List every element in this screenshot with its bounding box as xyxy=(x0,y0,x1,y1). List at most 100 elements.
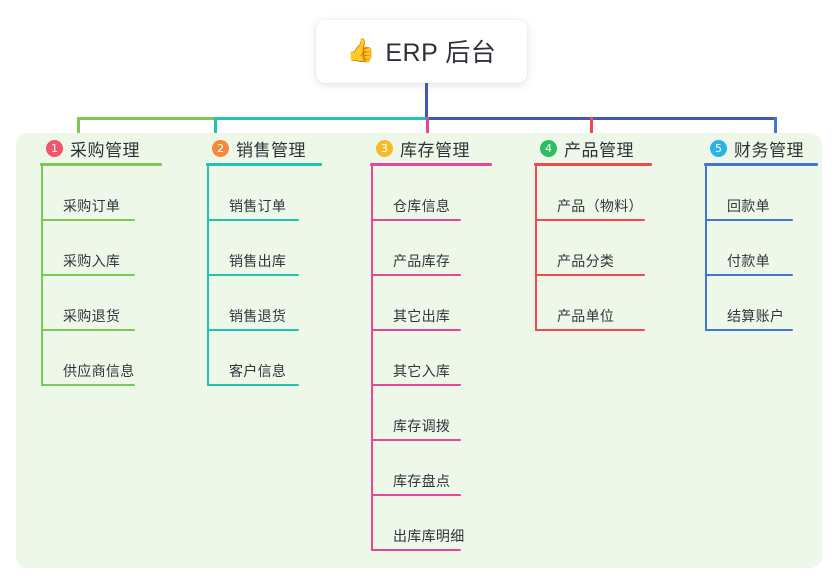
branch-trunk-line-3 xyxy=(371,166,373,551)
drop-line-5 xyxy=(774,117,777,146)
branch-item[interactable]: 其它入库 xyxy=(371,331,498,386)
branch-title-2: 销售管理 xyxy=(236,140,306,160)
bus-segment-blue xyxy=(426,117,775,120)
branch-underline-2 xyxy=(206,163,322,166)
branch-item-underline xyxy=(41,219,135,221)
root-node-title: ERP 后台 xyxy=(385,38,497,67)
branch-item[interactable]: 仓库信息 xyxy=(371,166,498,221)
branch-item-label: 仓库信息 xyxy=(393,198,451,214)
branch-item-underline xyxy=(371,494,461,496)
branch-header-5[interactable]: 5 财务管理 xyxy=(704,133,824,163)
branch-item-label: 库存调拨 xyxy=(393,418,451,434)
branch-item[interactable]: 产品分类 xyxy=(535,221,658,276)
branch-item-underline xyxy=(535,329,645,331)
branch-item[interactable]: 销售订单 xyxy=(207,166,328,221)
branch-item[interactable]: 销售退货 xyxy=(207,276,328,331)
branch-trunk-line-2 xyxy=(207,166,209,386)
bus-segment-teal xyxy=(214,117,426,120)
branch-item[interactable]: 库存调拨 xyxy=(371,386,498,441)
branch-item[interactable]: 采购订单 xyxy=(41,166,168,221)
branch-item-underline xyxy=(41,384,135,386)
branch-item-underline xyxy=(535,219,645,221)
branch-item-underline xyxy=(371,274,461,276)
branch-item[interactable]: 付款单 xyxy=(705,221,824,276)
branch-column-5: 5 财务管理回款单付款单结算账户 xyxy=(704,133,824,331)
branch-header-2[interactable]: 2 销售管理 xyxy=(206,133,328,163)
branch-item-underline xyxy=(207,384,299,386)
branch-item-label: 产品库存 xyxy=(393,253,451,269)
branch-title-3: 库存管理 xyxy=(400,140,470,160)
branch-item[interactable]: 产品单位 xyxy=(535,276,658,331)
branch-underline-3 xyxy=(370,163,492,166)
branch-item[interactable]: 产品库存 xyxy=(371,221,498,276)
branch-item-label: 结算账户 xyxy=(727,308,785,324)
branch-title-5: 财务管理 xyxy=(734,140,804,160)
branch-item-underline xyxy=(371,329,461,331)
branch-item[interactable]: 产品（物料） xyxy=(535,166,658,221)
branch-item[interactable]: 采购入库 xyxy=(41,221,168,276)
root-stem-line xyxy=(425,83,428,119)
branch-item[interactable]: 供应商信息 xyxy=(41,331,168,386)
branch-item-label: 供应商信息 xyxy=(63,363,135,379)
branch-item-label: 产品分类 xyxy=(557,253,615,269)
branch-item-underline xyxy=(41,274,135,276)
branch-item-label: 其它入库 xyxy=(393,363,451,379)
branch-item-underline xyxy=(705,329,793,331)
branch-item-label: 回款单 xyxy=(727,198,770,214)
branch-item[interactable]: 采购退货 xyxy=(41,276,168,331)
branch-item-label: 销售订单 xyxy=(229,198,287,214)
branch-badge-5: 5 xyxy=(710,139,727,157)
branch-item-underline xyxy=(371,549,461,551)
drop-line-2 xyxy=(214,117,217,146)
branch-item-label: 库存盘点 xyxy=(393,473,451,489)
root-node-content: 👍 ERP 后台 xyxy=(347,33,497,69)
branch-trunk-line-5 xyxy=(705,166,707,331)
branch-item[interactable]: 回款单 xyxy=(705,166,824,221)
branch-item[interactable]: 其它出库 xyxy=(371,276,498,331)
branch-items-1: 采购订单采购入库采购退货供应商信息 xyxy=(41,166,168,386)
branch-underline-1 xyxy=(40,163,162,166)
branch-items-2: 销售订单销售出库销售退货客户信息 xyxy=(207,166,328,386)
branch-underline-5 xyxy=(704,163,818,166)
drop-line-3 xyxy=(426,117,429,146)
branch-item[interactable]: 客户信息 xyxy=(207,331,328,386)
branch-items-5: 回款单付款单结算账户 xyxy=(705,166,824,331)
branch-badge-2: 2 xyxy=(212,139,229,157)
branch-item[interactable]: 库存盘点 xyxy=(371,441,498,496)
branch-item[interactable]: 结算账户 xyxy=(705,276,824,331)
branch-item-label: 产品单位 xyxy=(557,308,615,324)
branch-item-underline xyxy=(371,384,461,386)
branch-item[interactable]: 销售出库 xyxy=(207,221,328,276)
branch-item-label: 采购入库 xyxy=(63,253,121,269)
branch-item-underline xyxy=(535,274,645,276)
bus-segment-green xyxy=(77,117,214,120)
branch-item-underline xyxy=(41,329,135,331)
branch-item-underline xyxy=(371,219,461,221)
branch-item[interactable]: 出库库明细 xyxy=(371,496,498,551)
root-node-card[interactable]: 👍 ERP 后台 xyxy=(316,20,527,83)
branch-items-4: 产品（物料） 产品分类产品单位 xyxy=(535,166,658,331)
branch-item-underline xyxy=(705,274,793,276)
branch-item-label: 采购退货 xyxy=(63,308,121,324)
drop-line-4 xyxy=(590,117,593,146)
branch-title-1: 采购管理 xyxy=(70,140,140,160)
branch-item-label: 销售退货 xyxy=(229,308,287,324)
branch-item-label: 产品（物料） xyxy=(557,198,643,214)
branch-item-underline xyxy=(371,439,461,441)
branch-item-underline xyxy=(207,219,299,221)
thumbs-up-icon: 👍 xyxy=(346,37,376,63)
branch-underline-4 xyxy=(534,163,652,166)
drop-line-1 xyxy=(77,117,80,146)
branch-title-4: 产品管理 xyxy=(564,140,634,160)
branch-item-label: 客户信息 xyxy=(229,363,287,379)
branch-item-label: 其它出库 xyxy=(393,308,451,324)
branch-trunk-line-1 xyxy=(41,166,43,386)
